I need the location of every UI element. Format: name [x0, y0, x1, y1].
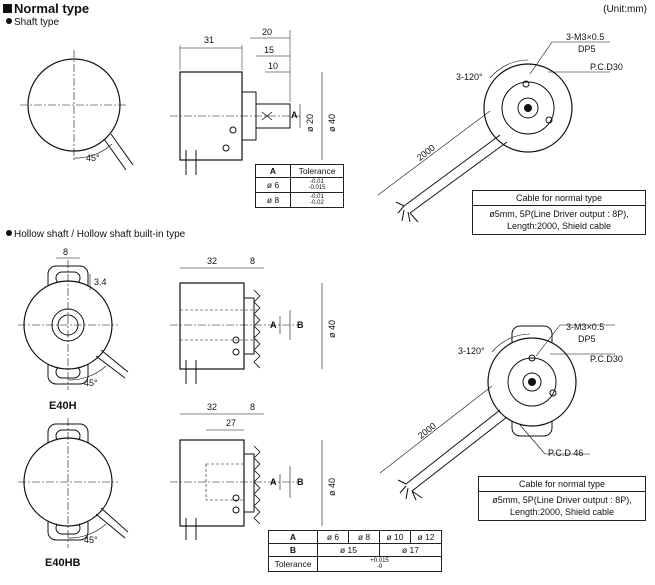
table-row: A ø 6 ø 8 ø 10 ø 12: [268, 530, 442, 544]
section-hollow-label: Hollow shaft / Hollow shaft built-in typ…: [6, 229, 185, 240]
iso-top-angle: 3-120°: [456, 72, 483, 82]
page-title: Normal type: [3, 1, 89, 16]
col-a-header: A: [255, 164, 291, 178]
cable-header: Cable for normal type: [479, 477, 645, 492]
table-row: ø 8-0.01-0.02: [255, 192, 344, 208]
dim-31: 31: [204, 35, 215, 45]
e40h-dim-3-4: 3.4: [94, 277, 107, 287]
dim-15: 15: [264, 45, 275, 55]
shaft-angle-label: 45°: [86, 153, 100, 163]
section-shaft-label: Shaft type: [6, 17, 59, 28]
e40hb-dim-32: 32: [207, 402, 218, 412]
e40h-dim-b: B: [297, 320, 304, 330]
dim-20: 20: [262, 27, 273, 37]
hollow-shaft-table: A ø 6 ø 8 ø 10 ø 12 B ø 15 ø 17 Toleranc…: [268, 530, 442, 572]
cable-spec-box-top: Cable for normal type ø5mm, 5P(Line Driv…: [472, 190, 646, 235]
table-row: B ø 15 ø 17: [268, 543, 442, 557]
square-bullet-icon: [3, 4, 12, 13]
table-row: Tolerance +0.015-0: [268, 556, 442, 572]
dim-10: 10: [268, 61, 279, 71]
iso-top-screw: 3-M3×0.5: [566, 32, 605, 42]
iso-top-length: 2000: [415, 142, 437, 163]
e40h-model: E40H: [49, 400, 77, 412]
iso-bottom-angle: 3-120°: [458, 346, 485, 356]
iso-bottom-dp: DP5: [578, 334, 596, 344]
cable-spec-box-bottom: Cable for normal type ø5mm, 5P(Line Driv…: [478, 476, 646, 521]
bullet-icon: [6, 230, 12, 236]
e40hb-angle: 45°: [84, 535, 98, 545]
table-row: ø 6-0.01-0.015: [255, 177, 344, 193]
e40hb-model: E40HB: [45, 557, 81, 569]
e40h-angle: 45°: [84, 378, 98, 388]
dim-phi40: ø 40: [327, 113, 337, 132]
e40h-dim-8b: 8: [250, 256, 256, 266]
iso-top-dp: DP5: [578, 44, 596, 54]
e40h-dim-8: 8: [63, 247, 69, 257]
iso-bottom-pcd: P.C.D30: [590, 354, 623, 364]
iso-top-pcd: P.C.D30: [590, 62, 623, 72]
e40hb-dim-27: 27: [226, 418, 237, 428]
unit-label: (Unit:mm): [603, 4, 647, 15]
e40hb-dim-b: B: [297, 477, 304, 487]
col-tolerance-header: Tolerance: [290, 164, 344, 178]
title-text: Normal type: [14, 1, 90, 16]
dim-a: A: [291, 110, 298, 120]
iso-bottom-length: 2000: [416, 420, 438, 441]
bullet-icon: [6, 18, 12, 24]
iso-bottom-pcd2: P.C.D 46: [548, 448, 584, 458]
e40h-dim-phi40: ø 40: [327, 319, 337, 338]
e40hb-dim-phi40: ø 40: [327, 477, 337, 496]
e40hb-dim-a: A: [270, 477, 277, 487]
cable-header: Cable for normal type: [473, 191, 645, 206]
e40h-dim-32: 32: [207, 256, 218, 266]
e40h-dim-a: A: [270, 320, 277, 330]
e40hb-dim-8: 8: [250, 402, 256, 412]
iso-bottom-screw: 3-M3×0.5: [566, 322, 605, 332]
dim-shaft-phi: ø 20: [305, 113, 315, 132]
